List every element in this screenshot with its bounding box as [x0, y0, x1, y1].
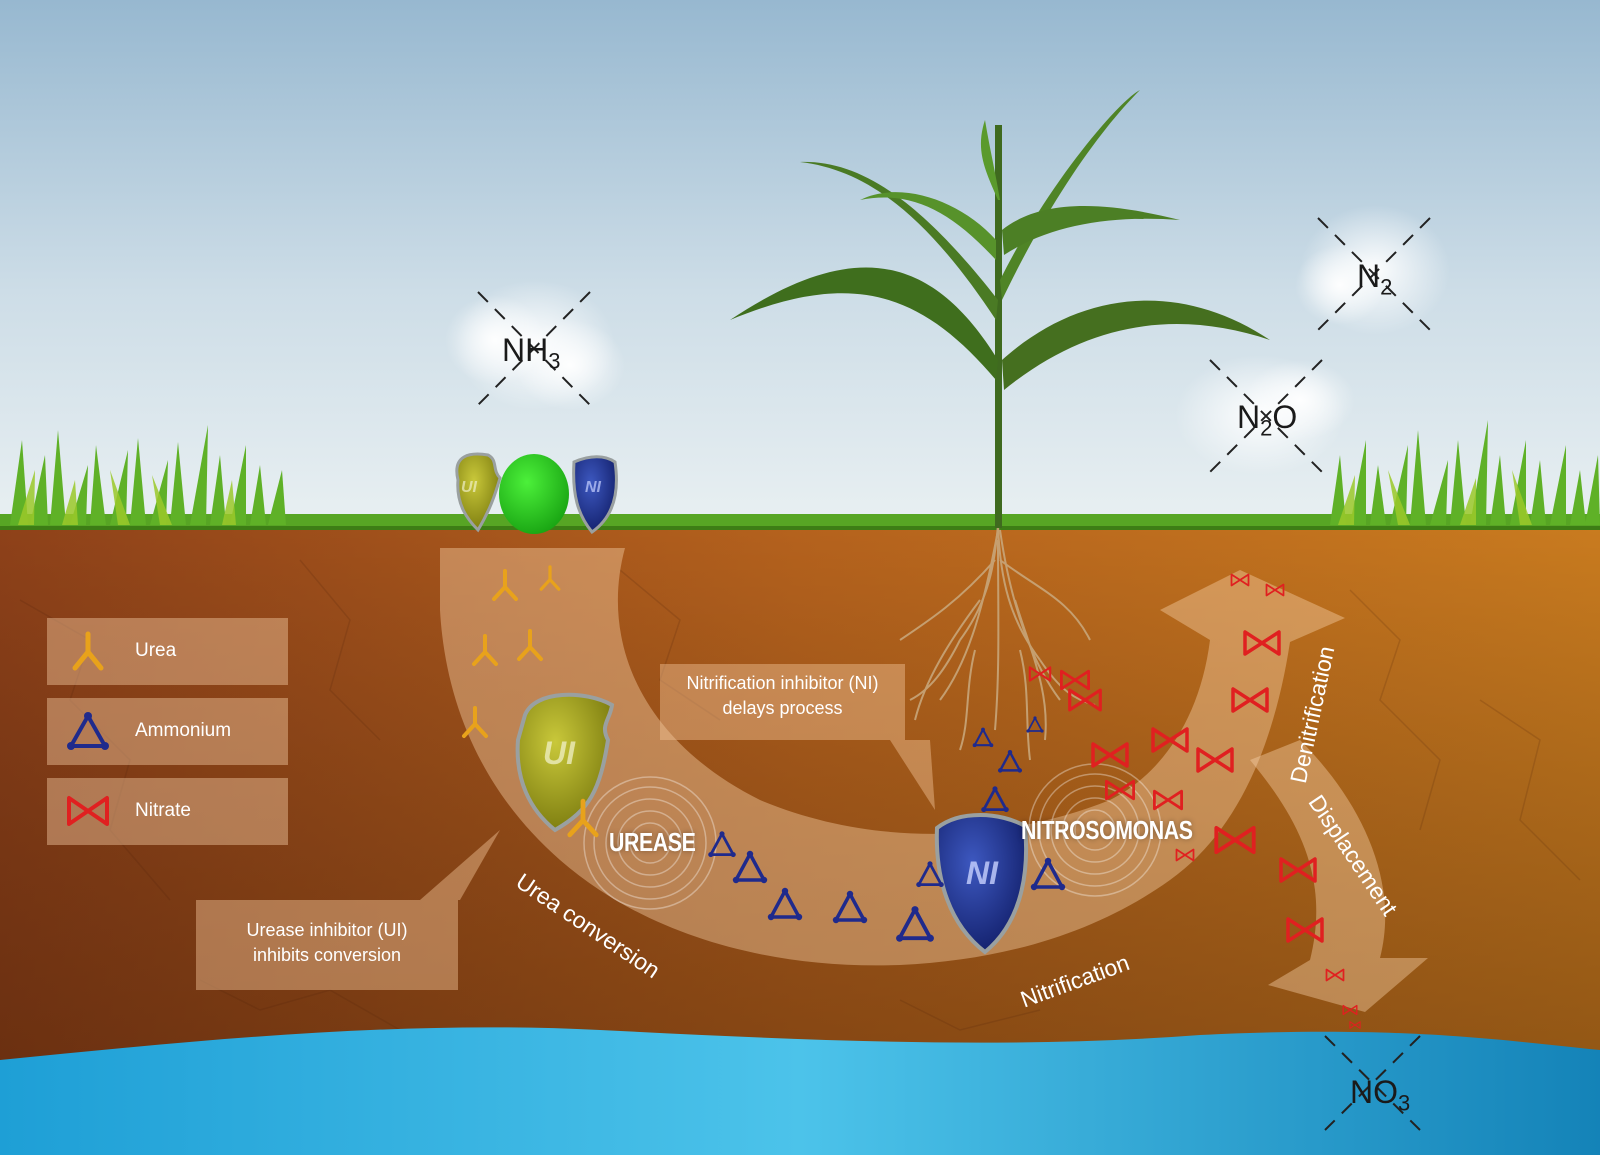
ui-callout-line2: inhibits conversion: [252, 945, 402, 965]
urea-molecule: [517, 629, 543, 661]
no3-formula: NO3: [1350, 1074, 1410, 1116]
ammonium-molecule: [997, 749, 1023, 773]
ni-granule: [572, 455, 618, 535]
nitrate-molecule: [1325, 968, 1345, 982]
ammonium-molecules: [708, 716, 1066, 942]
ui-shield-label: UI: [543, 735, 575, 771]
legend-label-urea: Urea: [135, 640, 177, 661]
n2-blocked-mark: [1317, 217, 1431, 331]
nitrate-molecule: [1059, 669, 1091, 691]
nitrate-molecules: [1028, 573, 1361, 1029]
n2-sub: 2: [1380, 274, 1393, 300]
urea-molecule: [472, 634, 498, 666]
nitrate-molecule: [1231, 687, 1269, 713]
n2o-tail: O: [1272, 399, 1298, 435]
n2o-base: N: [1237, 399, 1261, 435]
nitrate-molecule: [1286, 917, 1324, 943]
soil-texture: [19, 559, 1581, 1031]
ammonium-molecule: [732, 850, 768, 884]
ni-callout-line1: Nitrification inhibitor (NI): [686, 673, 879, 693]
nitrate-molecule: [1349, 1021, 1361, 1029]
flow-arrow: [440, 548, 1345, 966]
urea-molecule: [462, 706, 488, 738]
ammonium-molecule: [1030, 857, 1066, 891]
ni-callout: Nitrification inhibitor (NI) delays proc…: [660, 664, 905, 740]
displacement-arrow: [1250, 740, 1428, 1012]
ammonium-molecule: [1026, 716, 1044, 733]
nitrate-molecule: [1214, 825, 1256, 855]
ui-callout: Urease inhibitor (UI) inhibits conversio…: [196, 900, 458, 990]
nitrate-molecule: [1175, 848, 1195, 862]
urease-glow: [583, 776, 717, 910]
nh3-sub: 3: [548, 348, 561, 374]
legend-item-nitrate: Nitrate: [47, 778, 288, 845]
n2o-formula: N2O: [1237, 399, 1297, 441]
nitrosomonas-label: NITROSOMONAS: [1021, 815, 1193, 845]
urease-label: UREASE: [609, 827, 696, 857]
legend-item-urea: Urea: [47, 618, 288, 685]
n2o-cloud: [1175, 355, 1355, 475]
plant-roots: [899, 524, 1096, 761]
nh3-blocked-mark: [477, 291, 591, 406]
urea-molecule: [539, 565, 561, 591]
ui-callout-line1: Urease inhibitor (UI): [246, 920, 408, 940]
nitrate-molecule: [1230, 573, 1250, 587]
nitrate-molecule: [1028, 666, 1052, 682]
ni-callout-tail: [890, 740, 935, 810]
ammonium-molecule: [832, 890, 868, 924]
ui-granule: [455, 452, 502, 533]
nh3-base: NH: [502, 332, 549, 368]
nitrate-molecule: [1091, 742, 1129, 768]
nitrate-molecule: [1152, 789, 1184, 811]
ui-granule-label: UI: [461, 479, 477, 496]
fertilizer-granule: [499, 454, 569, 534]
nitrate-molecule: [1104, 779, 1136, 801]
nitrate-molecule: [1342, 1004, 1358, 1016]
legend-item-ammonium: Ammonium: [47, 698, 288, 765]
ni-shield-large: [934, 813, 1029, 955]
nh3-formula: NH3: [502, 332, 560, 374]
n2-base: N: [1357, 258, 1381, 294]
ammonium-molecule: [972, 727, 994, 748]
nitrate-molecule: [1068, 688, 1102, 712]
groundwater: [0, 1027, 1600, 1155]
ni-shield-label: NI: [966, 855, 998, 891]
corn-plant: [730, 90, 1270, 528]
ui-callout-tail: [420, 830, 500, 900]
ni-callout-line2: delays process: [722, 698, 843, 718]
ammonium-molecule: [708, 831, 736, 858]
n2-formula: N2: [1357, 258, 1392, 300]
nitrate-molecule: [1243, 630, 1281, 656]
nitrate-molecule: [1279, 857, 1317, 883]
ammonium-molecule: [981, 786, 1009, 813]
no3-base: NO: [1350, 1074, 1398, 1110]
nitrate-molecule: [1196, 747, 1234, 773]
ui-shield-large: [515, 692, 615, 833]
n2o-sub: 2: [1260, 415, 1273, 441]
urea-molecule: [567, 798, 599, 838]
no3-sub: 3: [1398, 1090, 1411, 1116]
ammonium-icon: [67, 712, 109, 750]
nitrate-molecule: [1151, 727, 1189, 753]
urea-molecule: [492, 569, 518, 601]
legend-label-nitrate: Nitrate: [135, 800, 191, 821]
grass-left: [10, 425, 286, 525]
nitrate-molecule: [1265, 583, 1285, 597]
urea-molecules: [462, 565, 599, 838]
nh3-cloud: [445, 280, 625, 410]
n2o-blocked-mark: [1209, 359, 1323, 473]
ni-granule-label: NI: [585, 479, 601, 496]
ammonium-molecule: [767, 887, 803, 921]
ammonium-molecule: [896, 906, 934, 942]
nitrate-icon: [67, 796, 109, 826]
legend-label-ammonium: Ammonium: [135, 720, 232, 741]
urea-icon: [72, 631, 104, 671]
ammonium-molecule: [916, 861, 944, 888]
